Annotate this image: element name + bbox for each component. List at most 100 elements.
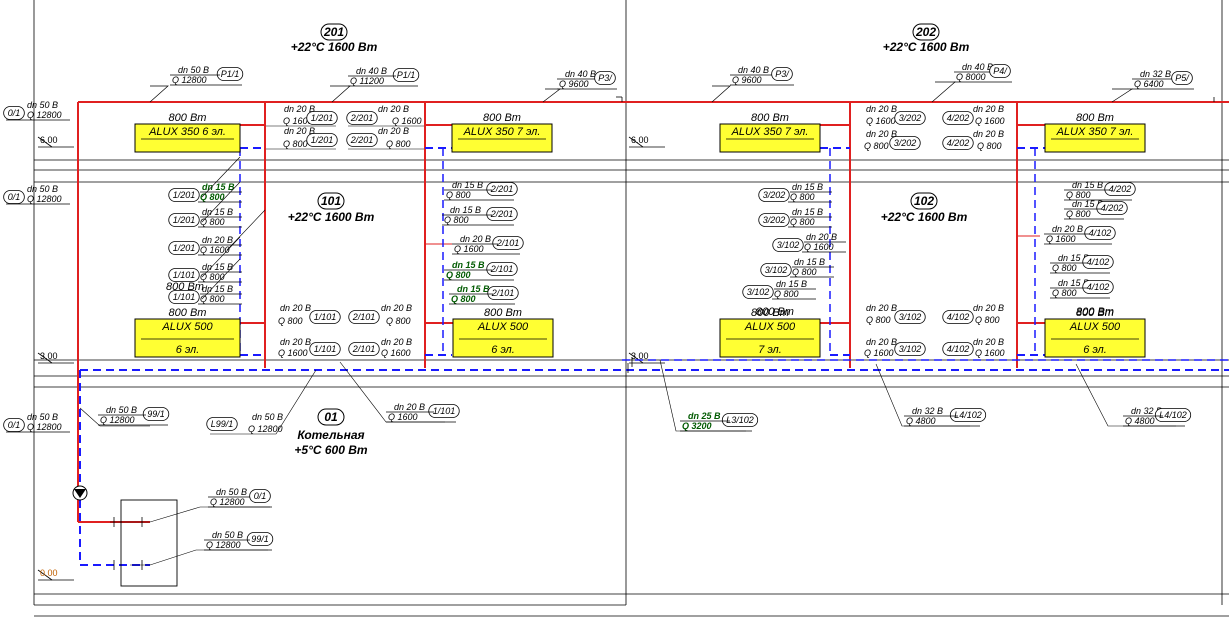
pipe-label-q: Q 800 (200, 192, 225, 202)
pipe-tag: 2/201 (350, 113, 374, 123)
pipe-label-q: Q 800 (1066, 209, 1091, 219)
room-number: 202 (915, 25, 936, 39)
pipe-tag-oval (3, 190, 25, 204)
pipe-label-q: Q 12800 (27, 110, 62, 120)
radiator-power: 800 Вт (1076, 307, 1114, 319)
pipe-label-q: Q 800 (446, 190, 471, 200)
leader-line (79, 407, 150, 427)
pipe-tag: 4/102 (947, 344, 970, 354)
pipe-label-tag: P1/1 (221, 69, 240, 79)
pipe-tag-oval (428, 404, 460, 418)
pipe-tag-oval (889, 136, 921, 150)
pipe-tag-oval (346, 133, 378, 147)
pipe-tag: 3/102 (899, 344, 922, 354)
pipe-label-dn: dn 25 B (688, 411, 721, 421)
pipe-label-q: Q 800 (1052, 288, 1077, 298)
pipe-label-dn: dn 20 B (280, 303, 311, 313)
pipe-label-tag: 4/102 (1087, 257, 1110, 267)
pipe-label-dn: dn 15 B (452, 260, 485, 270)
pipe-label-q: Q 800 (977, 141, 1002, 151)
pipe-tag-oval (168, 213, 200, 227)
leader-line (226, 209, 266, 251)
radiator (134, 123, 241, 153)
boiler (120, 499, 178, 587)
radiator-sections: 6 эл. (176, 344, 200, 356)
pipe-tag-oval (1171, 71, 1193, 85)
radiator-model: ALUX 500 (1069, 321, 1121, 333)
leader-line (110, 506, 270, 523)
pipe-label-dn: dn 20 B (1052, 224, 1083, 234)
room-number-oval (912, 23, 940, 41)
pipe-label-dn: dn 20 B (460, 234, 491, 244)
radiator-power-label: 800 Вт (1076, 306, 1114, 318)
pipe-label-tag: 1/201 (173, 190, 196, 200)
pipe-label-dn: dn 20 B (280, 337, 311, 347)
pipe-label-dn: dn 20 B (284, 104, 315, 114)
pipe-label-q: Q 1600 (975, 348, 1005, 358)
radiator-sections: 6 эл. (1083, 344, 1107, 356)
pipe-label-tag: 2/101 (496, 238, 520, 248)
radiator-power: 800 Вт (169, 307, 207, 319)
pipe-tag-oval (894, 342, 926, 356)
pipe-label-q: Q 800 (200, 272, 225, 282)
pipe-tag-oval (306, 133, 338, 147)
pipe-label-q: Q 12800 (172, 75, 207, 85)
pipe-tag: 1/201 (311, 113, 334, 123)
pipe-tag-oval (348, 310, 380, 324)
pipe-label-dn: dn 20 B (866, 337, 897, 347)
pipe-label-q: Q 6400 (1134, 79, 1164, 89)
pipe-label-dn: dn 20 B (866, 129, 897, 139)
pipe-label-dn: dn 15 B (1058, 253, 1089, 263)
pipe-tag: 3/202 (899, 113, 922, 123)
pipe-label-dn: dn 15 B (792, 182, 823, 192)
pipe-label-dn: dn 15 B (1072, 180, 1103, 190)
pipe-tag-oval (942, 342, 974, 356)
pipe-label-dn: dn 20 B (973, 104, 1004, 114)
leader-line (1111, 88, 1134, 103)
room-temp: +22°C 1600 Вт (883, 40, 970, 54)
level-value: 6.00 (40, 135, 58, 145)
pipe-tag-oval (942, 111, 974, 125)
radiator-model: ALUX 350 7 эл. (731, 126, 809, 138)
room-temp: +22°C 1600 Вт (881, 210, 968, 224)
radiator (1044, 123, 1146, 153)
pipe-tag-oval (216, 67, 244, 81)
pipe-label-dn: dn 15 B (776, 279, 807, 289)
pipe-label-tag: 99/1 (251, 534, 269, 544)
pipe-label-dn: dn 20 B (866, 303, 897, 313)
pipe-label-dn: dn 15 B (452, 180, 483, 190)
leader-line (201, 156, 241, 198)
radiator-model: ALUX 350 7 эл. (1056, 126, 1134, 138)
level-mark (628, 352, 644, 364)
pipe-label-tag: P5/ (1175, 73, 1190, 83)
pipe-tag: L99/1 (211, 419, 234, 429)
pipe-label-tag: P3/ (775, 69, 790, 79)
pipe-label-tag: 3/202 (763, 215, 786, 225)
room-number: 101 (321, 194, 341, 208)
pipe-tag-oval (742, 285, 774, 299)
pipe-label-tag: 3/102 (747, 287, 770, 297)
pipe-label-tag: 0/1 (8, 420, 21, 430)
pipe-label-q: Q 9600 (559, 79, 589, 89)
radiator-sections: 7 эл. (758, 344, 782, 356)
pipe-label-tag: P4/ (993, 66, 1008, 76)
room-number: 102 (914, 194, 934, 208)
pipe-label-q: Q 1600 (200, 245, 230, 255)
pipe-tag-oval (942, 136, 974, 150)
pipe-label-tag: 4/102 (1087, 282, 1110, 292)
pipe-label-q: Q 800 (386, 139, 411, 149)
level-value: 3.00 (631, 351, 649, 361)
pipe-tag-oval (486, 182, 518, 196)
pipe-label-dn: dn 50 B (216, 487, 247, 497)
leader-line (542, 88, 562, 103)
pipe-label-dn: dn 40 B (565, 69, 596, 79)
pipe-label-dn: dn 20 B (381, 337, 412, 347)
pipe-tag-oval (309, 342, 341, 356)
pipe-tag-oval (487, 286, 519, 300)
pipe-label-dn: dn 20 B (806, 232, 837, 242)
room-number: 201 (323, 25, 344, 39)
pipe-tag-oval (249, 489, 271, 503)
room-temp: +5°C 600 Вт (294, 443, 368, 457)
level-mark (628, 136, 644, 148)
